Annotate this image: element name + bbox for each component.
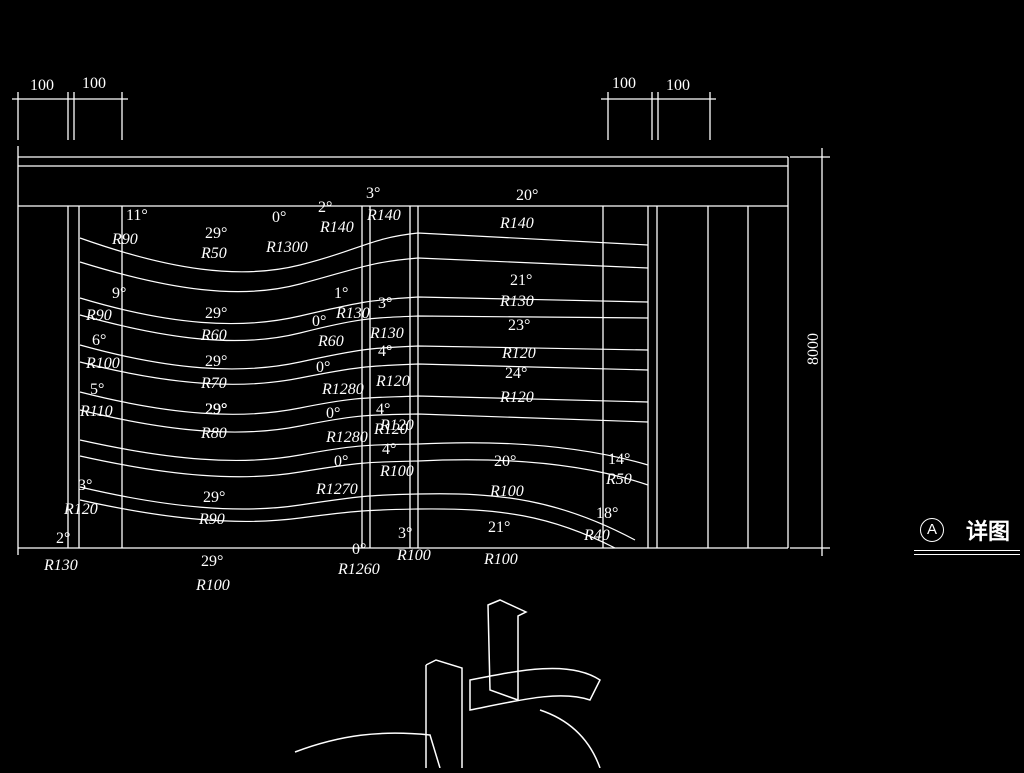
annotation-text: R130 — [335, 305, 370, 322]
annotation-text: R50 — [605, 471, 632, 488]
annotation-text: R60 — [317, 333, 344, 350]
annotation-text: 0° — [316, 359, 330, 376]
detail-circle-label: A — [920, 518, 944, 542]
annotation-text: R130 — [369, 325, 404, 342]
annotation-text: R100 — [379, 463, 414, 480]
annotation-text: R100 — [483, 551, 518, 568]
dim-text: 100 — [82, 75, 106, 92]
dim-text-group: 100 100 100 100 8000 — [30, 75, 822, 365]
annotation-text: R90 — [85, 307, 112, 324]
annotation-text: 0° — [312, 313, 326, 330]
annotation-text: 29° — [205, 353, 227, 370]
annotation-text: R130 — [499, 293, 534, 310]
annotation-text: 21° — [510, 272, 532, 289]
annotation-text: R40 — [583, 527, 610, 544]
detail-title: A 详图 — [914, 512, 1024, 560]
annotation-text: 9° — [112, 285, 126, 302]
annotation-text: R130 — [43, 557, 78, 574]
annotation-text: R50 — [200, 245, 227, 262]
annotation-text: R1280 — [321, 381, 364, 398]
annotation-text: 29° — [205, 401, 227, 418]
annotation-text: 1° — [334, 285, 348, 302]
annotation-text: R70 — [200, 375, 227, 392]
annotation-text: 29° — [205, 401, 227, 418]
annotation-text: R90 — [198, 511, 225, 528]
annotation-text: 3° — [378, 295, 392, 312]
annotation-text: R100 — [85, 355, 120, 372]
annotation-text: R80 — [200, 425, 227, 442]
annotation-text: R140 — [366, 207, 401, 224]
detail-title-text: 详图 — [966, 520, 1011, 545]
annotation-text: 29° — [203, 489, 225, 506]
annotation-text: 18° — [596, 505, 618, 522]
annotation-text: R1300 — [265, 239, 308, 256]
annotation-text: R1260 — [337, 561, 380, 578]
dim-text: 8000 — [805, 333, 822, 365]
annotation-text: 4° — [382, 441, 396, 458]
radius-text-group: R90 R50 R1300 R140 R140 R140 R90 R60 R13… — [43, 207, 632, 594]
annotation-text: R120 — [499, 389, 534, 406]
annotation-text: R120 — [379, 417, 414, 434]
angle-text-group: 11° 29° 0° 2° 3° 20° 9° 29° 1° 3° 21° 6°… — [56, 185, 630, 570]
annotation-text: 0° — [326, 405, 340, 422]
curved-bands — [79, 232, 649, 549]
annotation-text: R120 — [501, 345, 536, 362]
annotation-text: R90 — [111, 231, 138, 248]
annotation-text: R120 — [375, 373, 410, 390]
annotation-text: 3° — [78, 477, 92, 494]
annotation-text: R60 — [200, 327, 227, 344]
annotation-text: R100 — [195, 577, 230, 594]
annotation-text: R120 — [373, 421, 408, 438]
annotation-text: 29° — [205, 305, 227, 322]
annotation-text: 29° — [205, 401, 227, 418]
title-underline — [914, 550, 1020, 551]
annotation-text: 4° — [378, 343, 392, 360]
annotation-text: 14° — [608, 451, 630, 468]
dim-text: 100 — [30, 77, 54, 94]
annotation-text: R1280 — [325, 429, 368, 446]
annotation-text: 24° — [505, 365, 527, 382]
annotation-text: 23° — [508, 317, 530, 334]
annotation-text: 29° — [205, 225, 227, 242]
annotation-text: 11° — [126, 207, 148, 224]
annotation-text: 0° — [352, 541, 366, 558]
annotation-text: 2° — [56, 530, 70, 547]
annotation-text: R100 — [489, 483, 524, 500]
annotation-text: 3° — [398, 525, 412, 542]
dim-text: 100 — [612, 75, 636, 92]
annotation-text: 6° — [92, 332, 106, 349]
annotation-text: 4° — [376, 401, 390, 418]
iso-detail — [294, 599, 601, 769]
annotation-text: 3° — [366, 185, 380, 202]
annotation-text: R100 — [396, 547, 431, 564]
annotation-text: 0° — [334, 453, 348, 470]
annotation-text: 2° — [318, 199, 332, 216]
annotation-text: R110 — [79, 403, 113, 420]
annotation-text: R1270 — [315, 481, 358, 498]
annotation-text: R140 — [319, 219, 354, 236]
title-underline — [914, 554, 1020, 555]
annotation-text: 0° — [272, 209, 286, 226]
annotation-text: 21° — [488, 519, 510, 536]
annotation-text: 20° — [494, 453, 516, 470]
annotation-text: 29° — [201, 553, 223, 570]
annotation-text: R120 — [63, 501, 98, 518]
annotation-text: 20° — [516, 187, 538, 204]
annotation-text: R140 — [499, 215, 534, 232]
dim-text: 100 — [666, 77, 690, 94]
annotation-text: 5° — [90, 381, 104, 398]
